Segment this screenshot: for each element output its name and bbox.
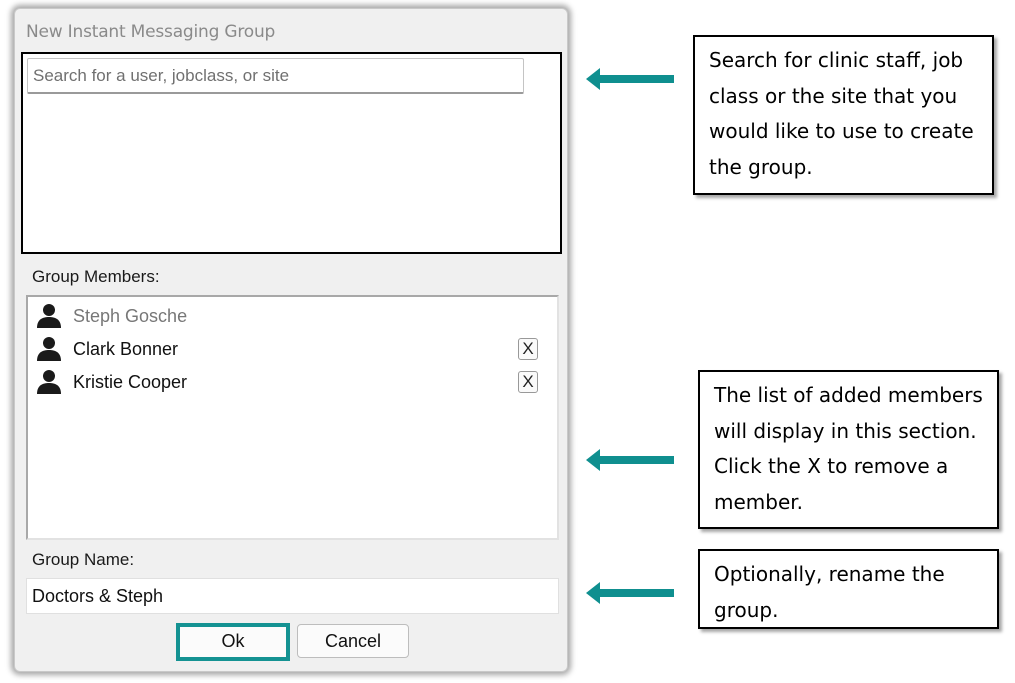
group-members-label: Group Members: (32, 267, 160, 286)
group-name-label: Group Name: (32, 550, 135, 569)
person-icon (37, 304, 61, 328)
member-name: Steph Gosche (73, 306, 188, 326)
rename-callout: Optionally, rename the group. (698, 549, 999, 629)
group-name-input[interactable] (26, 578, 559, 614)
group-members-list[interactable]: Steph Gosche Clark Bonner X Kristie Coop… (26, 295, 559, 540)
search-input[interactable] (27, 58, 524, 94)
members-callout: The list of added members will display i… (698, 370, 999, 529)
arrow-left-icon (586, 449, 674, 471)
person-icon (37, 370, 61, 394)
list-item: Steph Gosche (36, 302, 546, 330)
list-item: Kristie Cooper X (36, 368, 546, 396)
dialog-title: New Instant Messaging Group (26, 22, 276, 42)
list-item: Clark Bonner X (36, 335, 546, 363)
remove-member-button[interactable]: X (518, 371, 538, 393)
remove-member-button[interactable]: X (518, 338, 538, 360)
ok-button[interactable]: Ok (176, 623, 290, 661)
cancel-button[interactable]: Cancel (297, 624, 409, 658)
arrow-left-icon (586, 582, 674, 604)
member-name: Kristie Cooper (73, 372, 188, 392)
search-callout: Search for clinic staff, job class or th… (693, 35, 994, 195)
person-icon (37, 337, 61, 361)
member-name: Clark Bonner (73, 339, 179, 359)
new-im-group-dialog: New Instant Messaging Group Group Member… (14, 8, 568, 672)
search-panel (21, 52, 562, 254)
arrow-left-icon (586, 68, 674, 90)
